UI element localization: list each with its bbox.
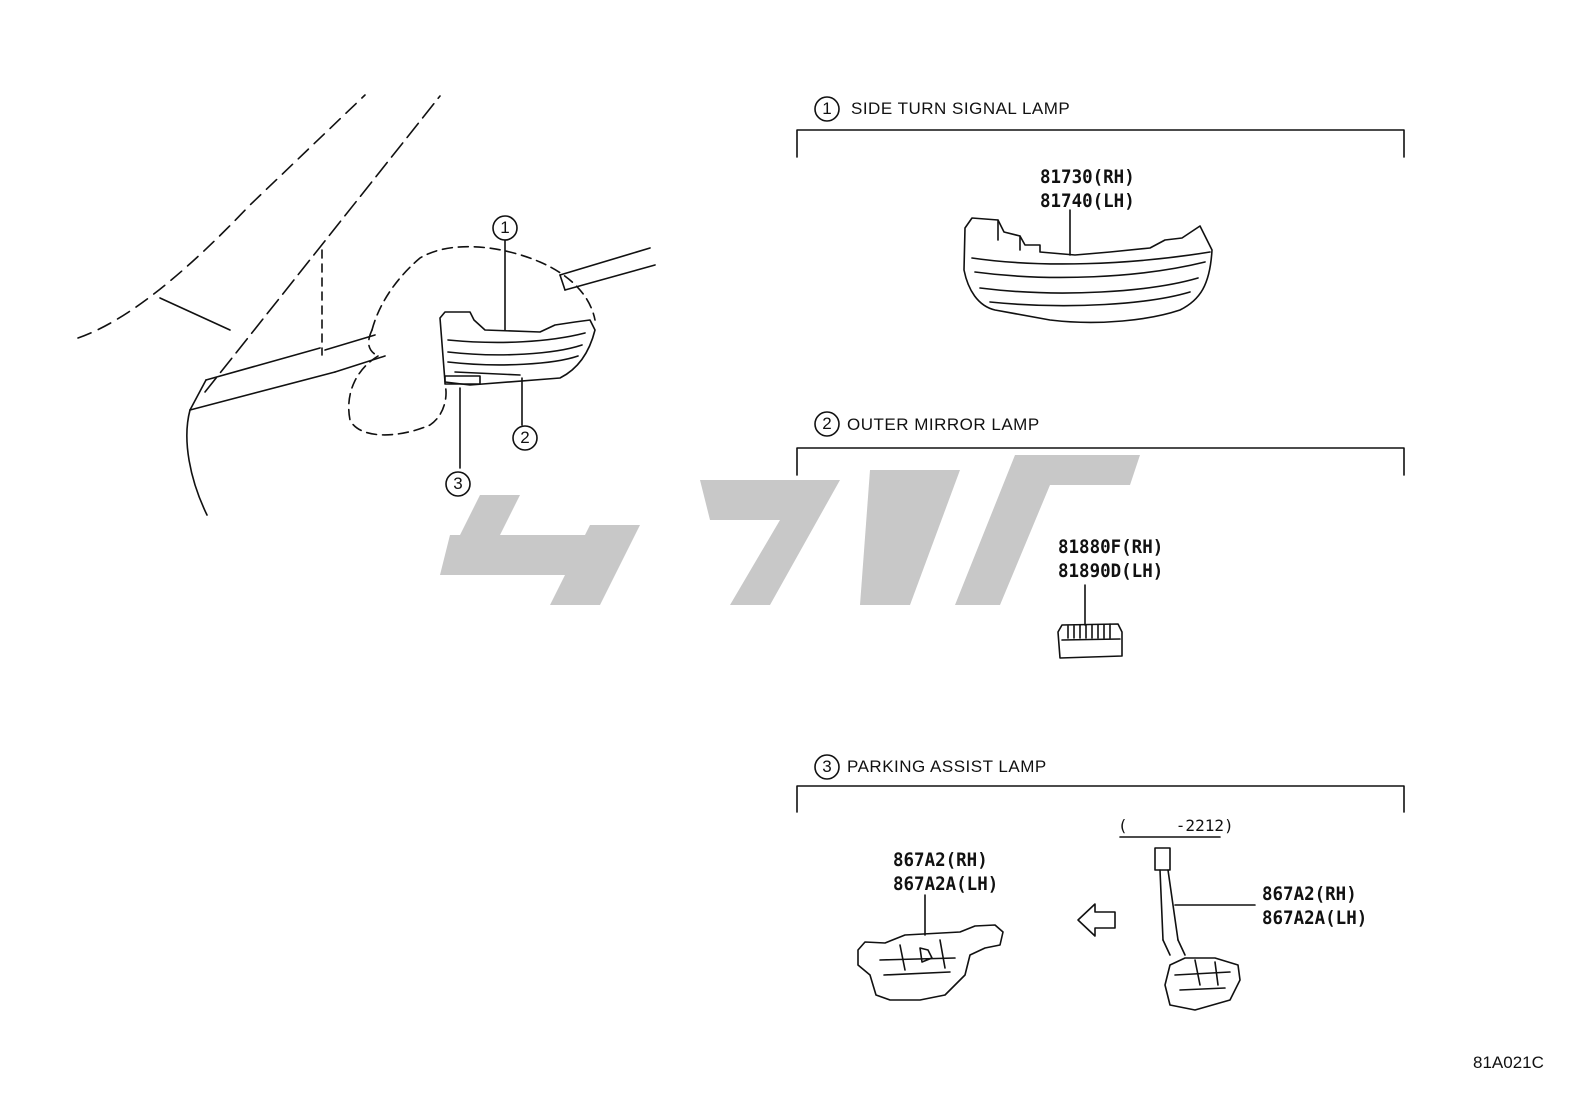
section-2-bracket [796,411,1405,476]
parking-assist-lamp-left-drawing [857,894,1004,1001]
overview-leader-lines [445,215,538,497]
part-number-81740[interactable]: 81740(LH) [1040,190,1135,212]
section-3-left-part-numbers: 867A2(RH) 867A2A(LH) [893,848,998,896]
callout-3: 3 [453,474,463,493]
production-range-label: ( -2212) [1118,816,1234,835]
section-3-bracket [796,754,1405,813]
section-2-title: OUTER MIRROR LAMP [847,415,1040,434]
parking-assist-lamp-right-drawing [1119,836,1256,1011]
part-number-867a2-right[interactable]: 867A2(RH) [1262,883,1357,905]
part-number-81730[interactable]: 81730(RH) [1040,166,1135,188]
watermark-logo [440,455,1140,605]
mirror-turn-signal-lamp [439,311,596,386]
section-1-bracket [796,96,1405,158]
part-number-867a2-left[interactable]: 867A2(RH) [893,849,988,871]
section-1-part-numbers: 81730(RH) 81740(LH) [1040,165,1135,213]
section-3-title: PARKING ASSIST LAMP [847,757,1047,776]
section-2-number: 2 [822,414,832,433]
part-number-81890d[interactable]: 81890D(LH) [1058,560,1164,582]
direction-arrow [1077,903,1116,937]
callout-1: 1 [500,218,510,237]
side-turn-signal-lamp-drawing [963,209,1213,324]
section-1-title: SIDE TURN SIGNAL LAMP [851,99,1071,118]
part-number-867a2a-right[interactable]: 867A2A(LH) [1262,907,1368,929]
section-3-number: 3 [822,757,832,776]
callout-2: 2 [520,428,530,447]
mirror-housing-outline [348,245,596,436]
section-2-part-numbers: 81880F(RH) 81890D(LH) [1058,535,1163,583]
car-body-outline [77,94,656,516]
outer-mirror-lamp-drawing [1057,584,1123,659]
part-number-81880f[interactable]: 81880F(RH) [1058,536,1164,558]
part-number-867a2a-left[interactable]: 867A2A(LH) [893,873,999,895]
section-1-number: 1 [822,99,832,118]
diagram-code: 81A021C [1473,1053,1544,1072]
section-3-right-part-numbers: 867A2(RH) 867A2A(LH) [1262,882,1367,930]
